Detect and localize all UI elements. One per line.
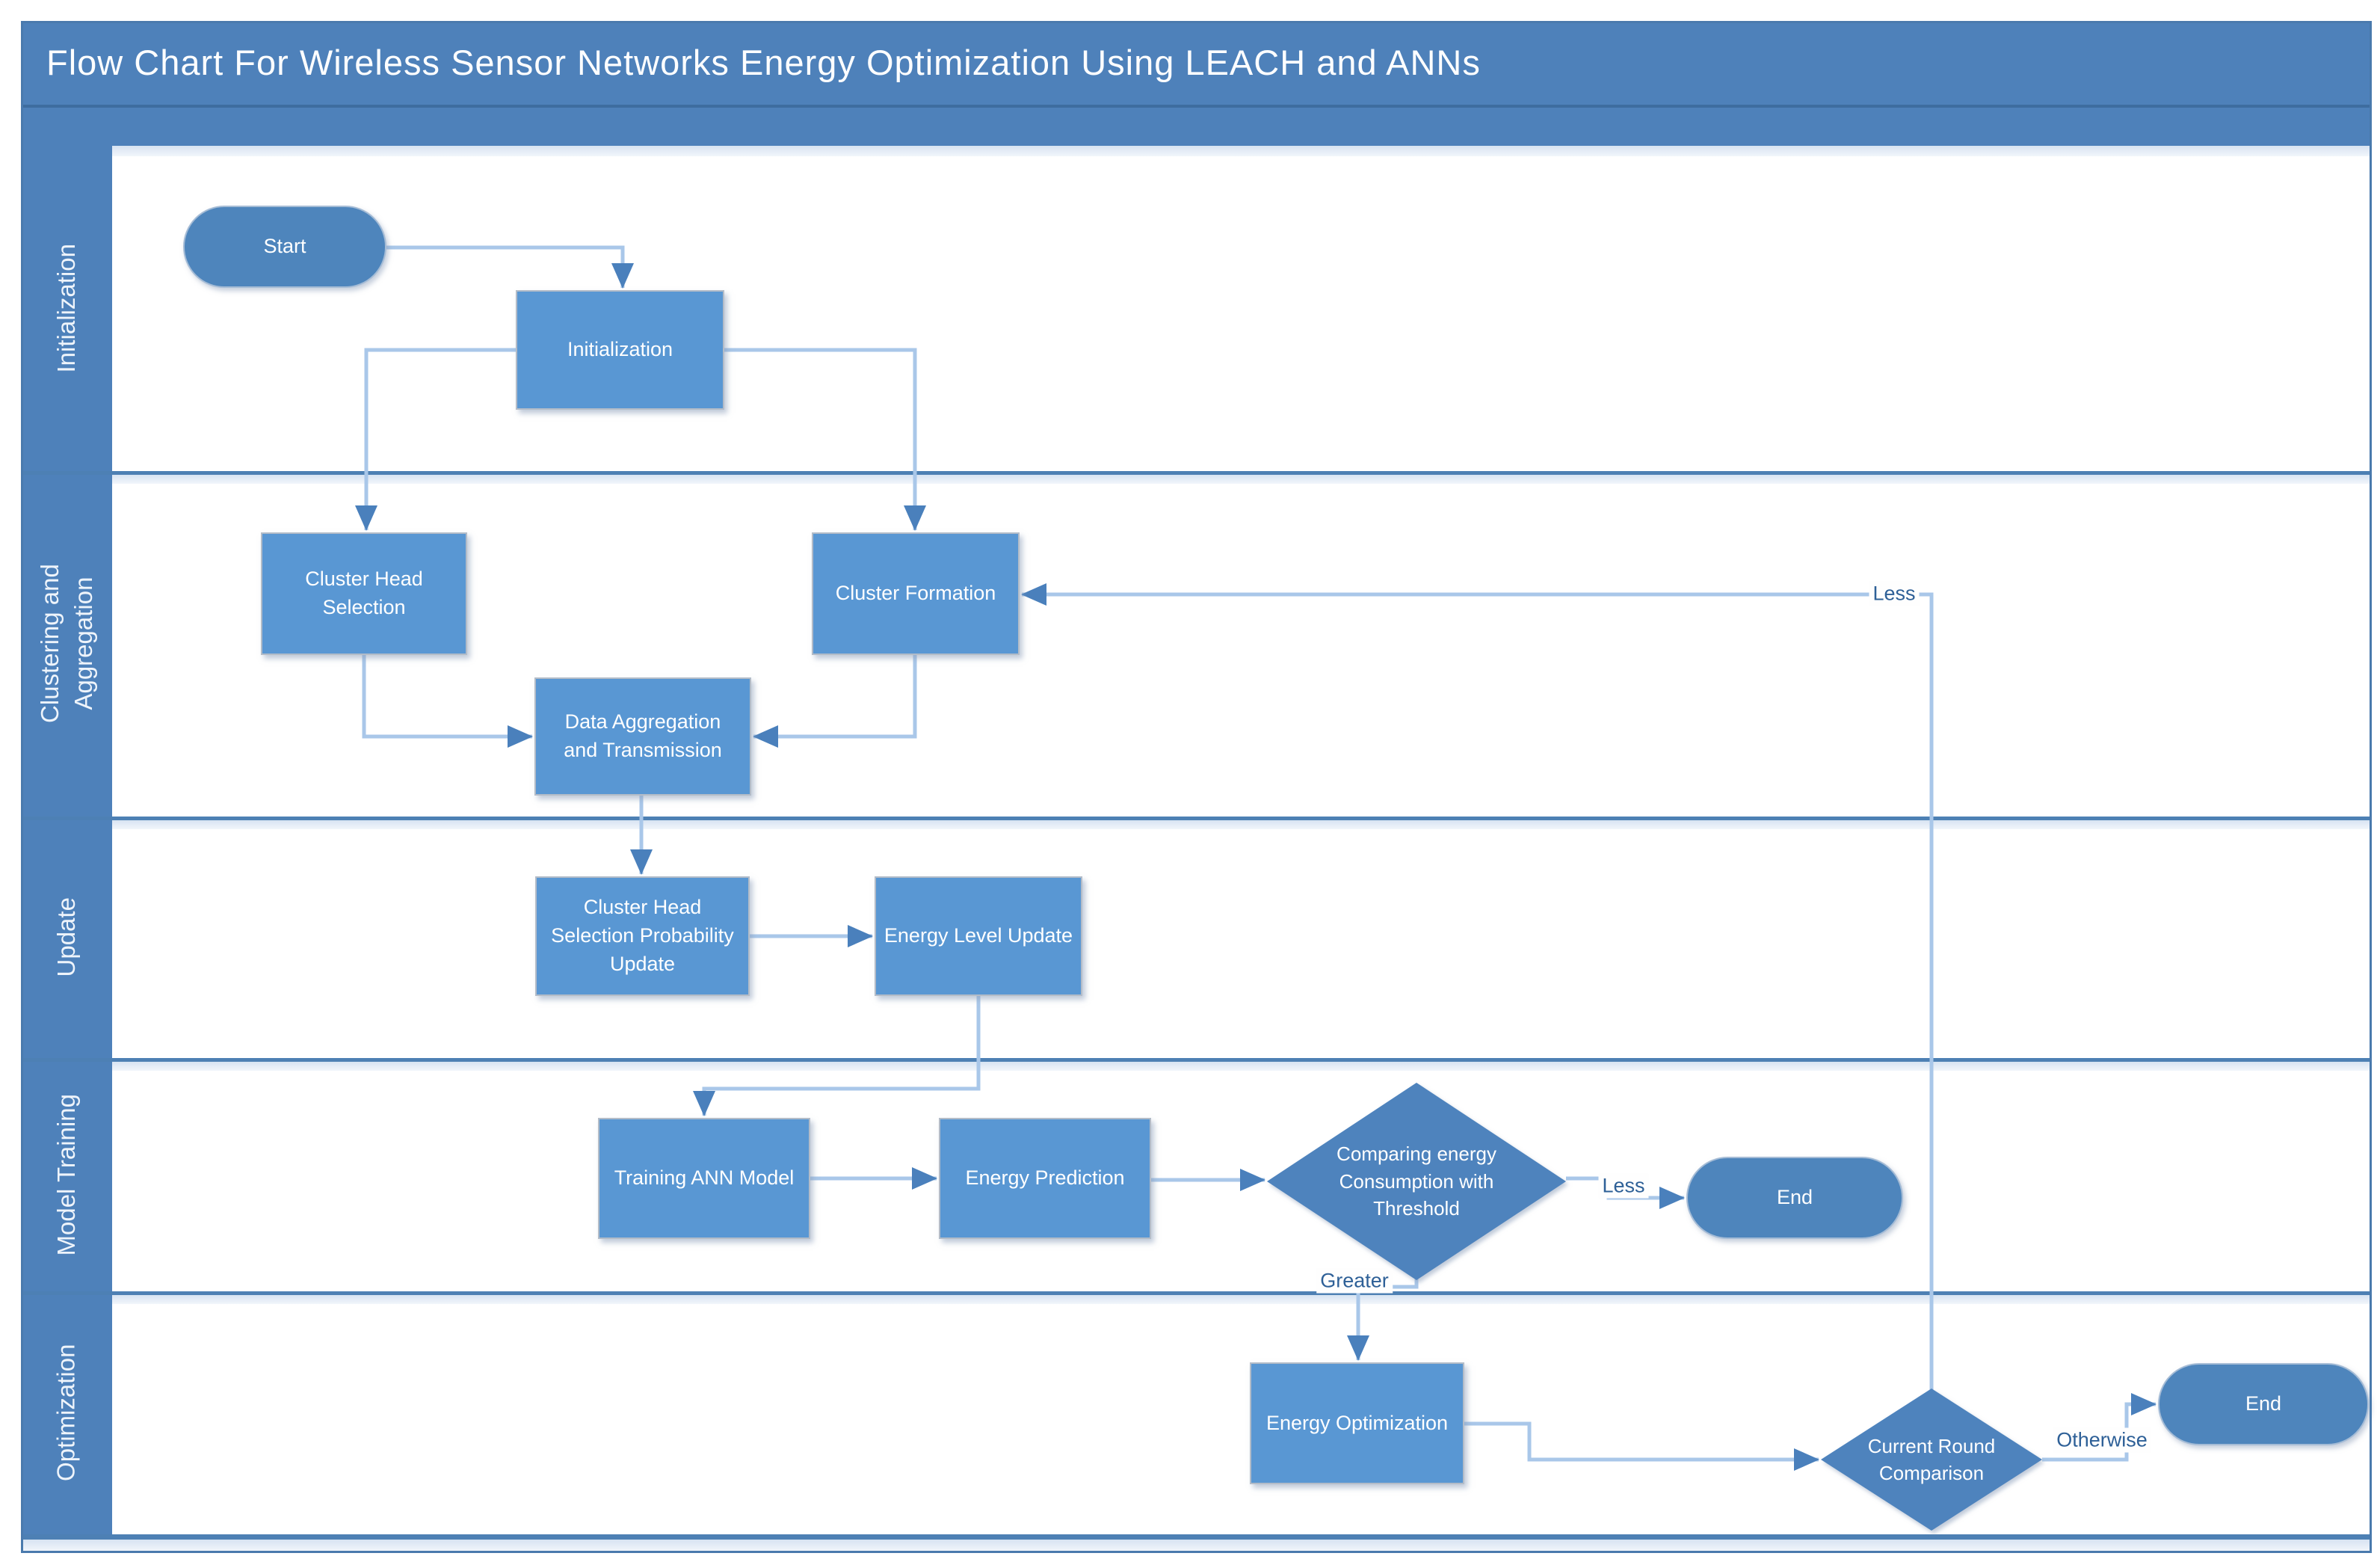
lane-divider	[21, 817, 2372, 820]
node-d2: Current Round Comparison	[1821, 1389, 2042, 1531]
title-bar	[21, 21, 2372, 146]
edge-label-d2-cf: Less	[1869, 581, 1920, 606]
node-chs: Cluster Head Selection	[261, 532, 467, 655]
edge-label-d2-end2: Otherwise	[2053, 1427, 2151, 1453]
lane-strip-bottom	[21, 1540, 2372, 1552]
lane-bottom-line	[21, 1534, 2372, 1540]
lane-strip	[112, 1062, 2370, 1071]
node-cf: Cluster Formation	[812, 532, 1020, 655]
lane-strip	[112, 1295, 2370, 1304]
node-end2: End	[2158, 1363, 2369, 1445]
node-wrap-d1: Comparing energy Consumption with Thresh…	[1267, 1083, 1566, 1280]
lane-label-column	[21, 146, 112, 1534]
edge-init-chs	[355, 348, 516, 531]
lane-divider	[21, 1058, 2372, 1062]
node-elu: Energy Level Update	[875, 876, 1082, 996]
edge-cf-da	[753, 655, 917, 748]
lane-strip-top	[112, 146, 2370, 156]
page-title: Flow Chart For Wireless Sensor Networks …	[46, 43, 1481, 82]
edge-elu-tam	[693, 996, 981, 1116]
node-end1: End	[1686, 1157, 1903, 1239]
node-chspu: Cluster Head Selection Probability Updat…	[535, 876, 750, 996]
edge-chs-da	[362, 655, 533, 748]
lane-divider	[21, 471, 2372, 475]
node-tam: Training ANN Model	[598, 1118, 810, 1239]
title-bar-separator	[21, 105, 2372, 108]
edge-eo-d2	[1464, 1421, 1819, 1471]
node-ep: Energy Prediction	[939, 1118, 1151, 1239]
edge-label-d1-end1: Less	[1598, 1173, 1649, 1199]
edge-start-init	[386, 245, 634, 289]
node-init: Initialization	[516, 290, 724, 410]
edge-label-d1-eo: Greater	[1316, 1268, 1393, 1294]
node-eo: Energy Optimization	[1250, 1362, 1464, 1484]
node-d1: Comparing energy Consumption with Thresh…	[1267, 1083, 1566, 1280]
lane-strip	[112, 475, 2370, 484]
node-start: Start	[183, 206, 386, 288]
node-wrap-d2: Current Round Comparison	[1821, 1389, 2042, 1531]
lane-strip	[112, 820, 2370, 829]
edge-d2-cf	[1021, 583, 1934, 1391]
edge-init-cf	[724, 348, 926, 531]
node-da: Data Aggregation and Transmission	[534, 677, 751, 796]
lane-divider	[21, 1291, 2372, 1295]
